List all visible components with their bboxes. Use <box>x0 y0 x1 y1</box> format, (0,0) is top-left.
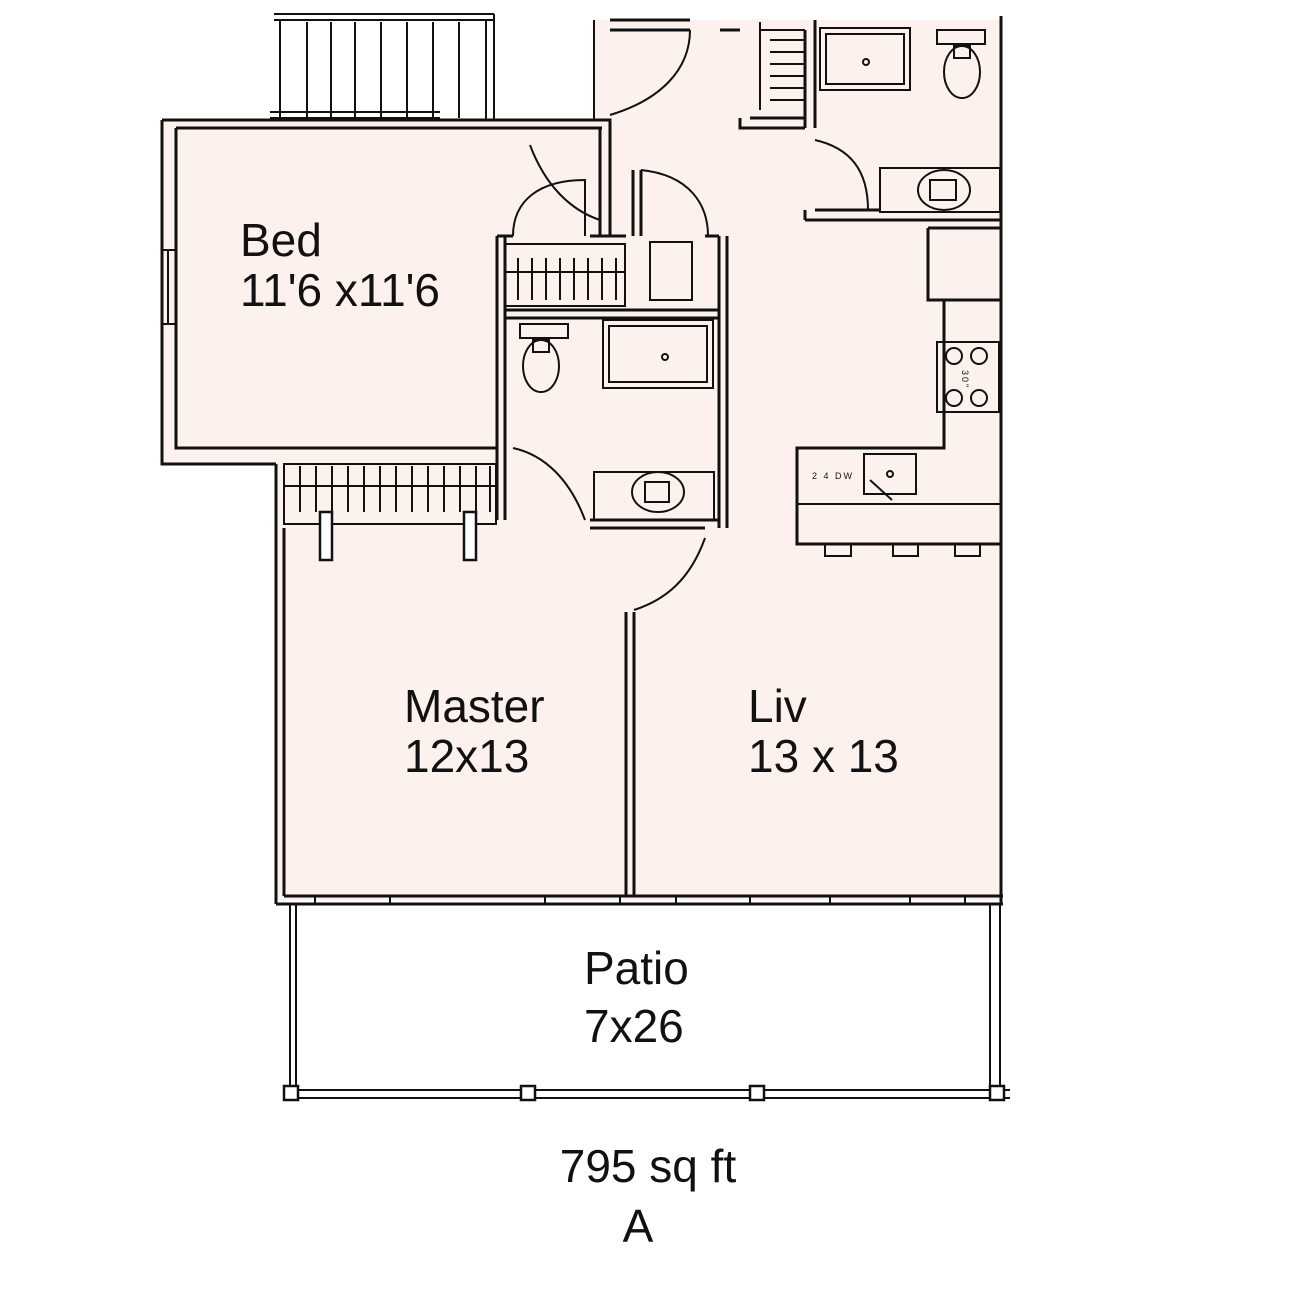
room-dims-master: 12x13 <box>404 730 529 782</box>
room-name-bed: Bed <box>240 214 322 266</box>
range-label: 30" <box>960 370 970 389</box>
room-dims-bed: 11'6 x11'6 <box>240 264 440 316</box>
dishwasher-label: 2 4 DW <box>812 471 854 481</box>
plan-code: A <box>623 1200 654 1252</box>
door-swings <box>512 29 869 611</box>
interior-walls <box>495 20 1001 896</box>
room-dims-patio: 7x26 <box>584 1000 684 1052</box>
exterior-walls <box>160 16 1003 906</box>
total-area: 795 sq ft <box>560 1140 737 1192</box>
closet-shelving <box>283 22 805 562</box>
room-name-liv: Liv <box>748 680 807 732</box>
balcony-railing <box>270 13 495 120</box>
kitchen-fixtures: 30" 2 4 DW <box>797 341 1001 557</box>
room-dims-liv: 13 x 13 <box>748 730 899 782</box>
bathroom-fixtures <box>519 27 1001 521</box>
patio <box>282 896 1010 1102</box>
room-name-master: Master <box>404 680 545 732</box>
room-name-patio: Patio <box>584 942 689 994</box>
floor-fill <box>162 20 1003 900</box>
